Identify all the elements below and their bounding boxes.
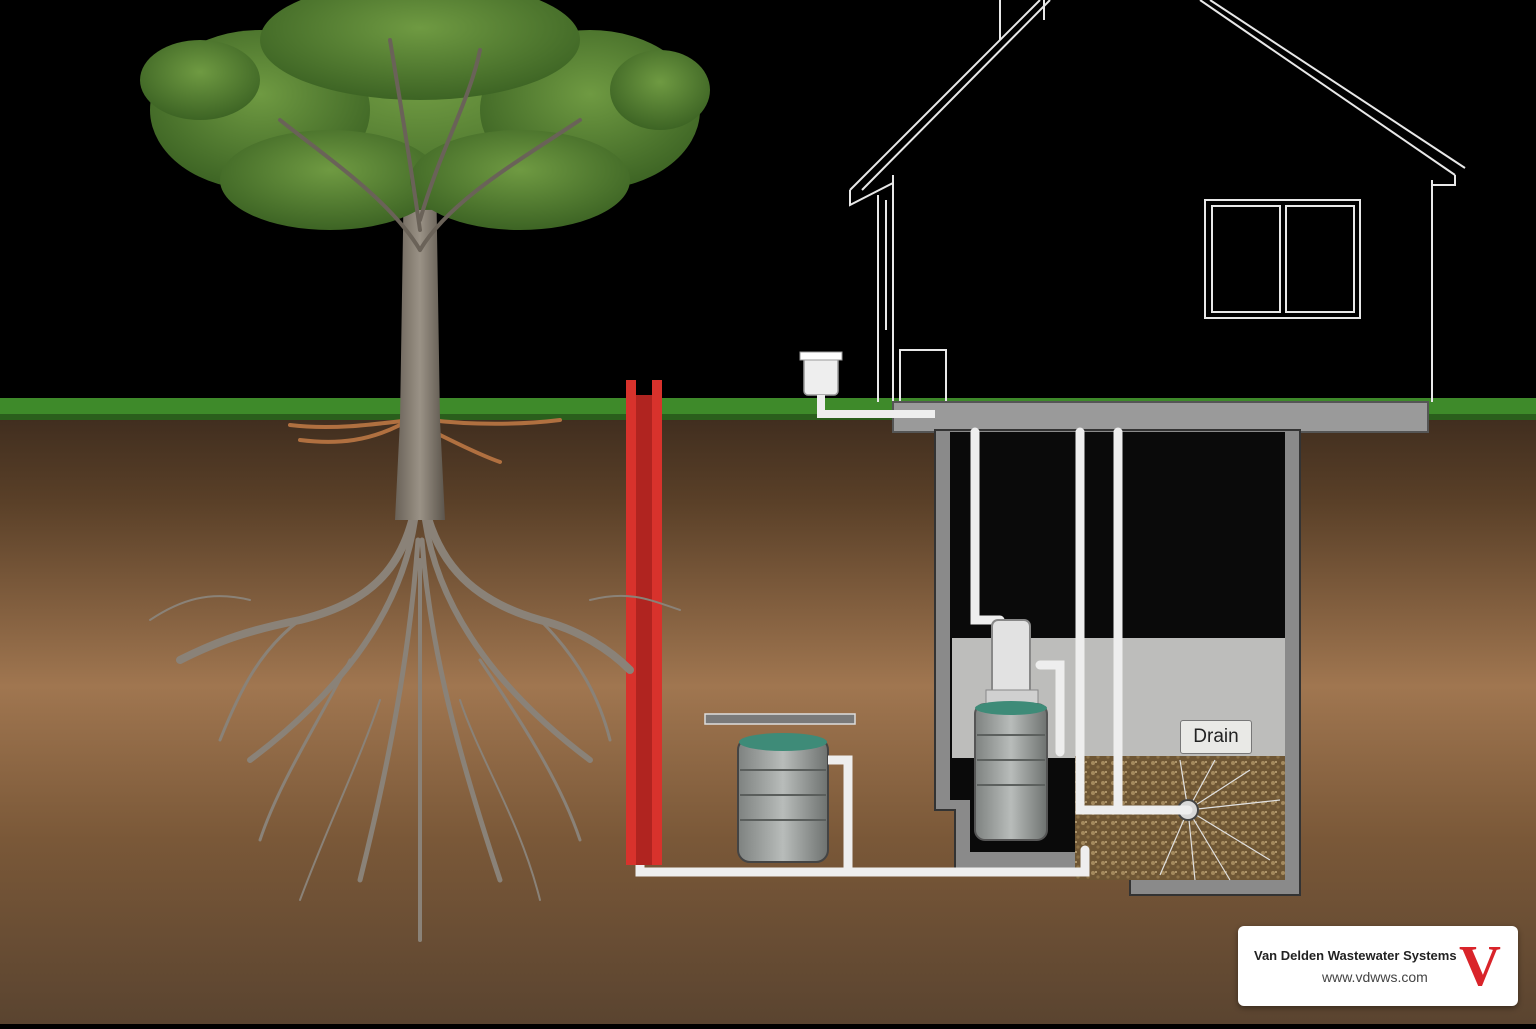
downspout-inlet	[799, 351, 935, 418]
tree-roots	[149, 476, 681, 942]
tree-trunk	[395, 170, 445, 520]
house-outline	[849, 0, 1466, 403]
tree-canopy	[140, 0, 710, 230]
brand-logo: V	[1459, 933, 1501, 998]
brand-name: Van Delden Wastewater Systems	[1254, 948, 1457, 963]
canopy-branches	[278, 38, 582, 252]
house-window	[1204, 199, 1361, 319]
outdoor-tank	[704, 713, 856, 872]
sump-pump	[974, 619, 1048, 841]
brand-watermark: Van Delden Wastewater Systems www.vdwws.…	[1238, 926, 1518, 1006]
root-barrier	[626, 380, 662, 865]
drain-label: Drain	[1180, 720, 1252, 754]
brand-url: www.vdwws.com	[1322, 969, 1428, 985]
